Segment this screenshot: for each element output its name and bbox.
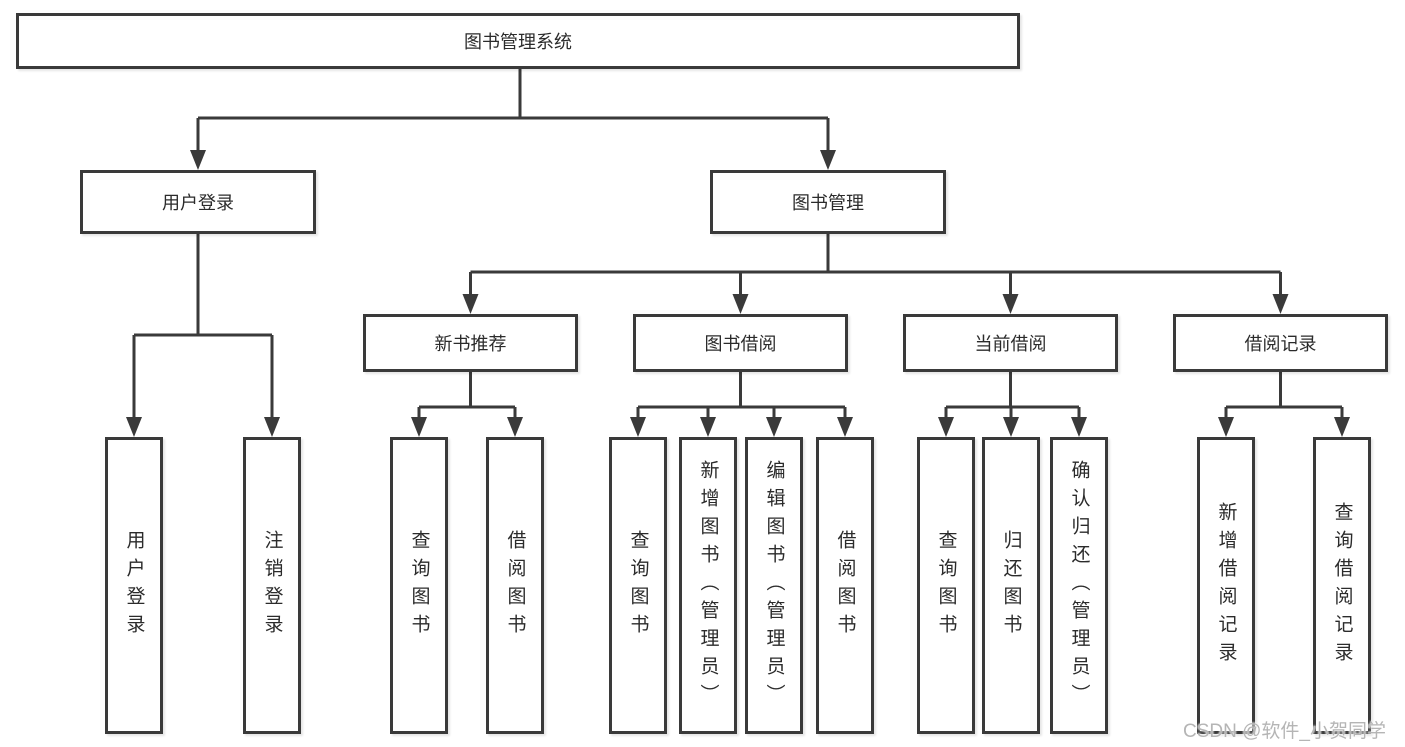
leaf-query-borrow-record-label: 查询借阅记录 <box>1331 501 1353 670</box>
node-borrow-record: 借阅记录 <box>1173 314 1388 372</box>
leaf-query-books-2-label: 查询图书 <box>627 529 649 642</box>
leaf-logout-label: 注销登录 <box>261 529 283 642</box>
leaf-add-borrow-record-label: 新增借阅记录 <box>1215 501 1237 670</box>
leaf-add-borrow-record: 新增借阅记录 <box>1197 437 1255 734</box>
leaf-query-books-1: 查询图书 <box>390 437 448 734</box>
leaf-user-login-label: 用户登录 <box>123 529 145 642</box>
leaf-borrow-books-2-label: 借阅图书 <box>834 529 856 642</box>
leaf-confirm-return-admin-label: 确认归还（管理员） <box>1068 459 1090 712</box>
node-borrow-record-label: 借阅记录 <box>1244 334 1317 354</box>
leaf-edit-books-admin-label: 编辑图书（管理员） <box>763 459 785 712</box>
leaf-add-books-admin: 新增图书（管理员） <box>679 437 737 734</box>
node-current-borrow: 当前借阅 <box>903 314 1118 372</box>
leaf-return-books-label: 归还图书 <box>1000 529 1022 642</box>
leaf-query-books-1-label: 查询图书 <box>408 529 430 642</box>
node-current-borrow-label: 当前借阅 <box>974 334 1047 354</box>
node-book-management: 图书管理 <box>710 170 946 234</box>
leaf-query-books-3-label: 查询图书 <box>935 529 957 642</box>
watermark: CSDN @软件_小贺同学 <box>1183 721 1386 742</box>
node-book-borrow-label: 图书借阅 <box>704 334 777 354</box>
leaf-add-books-admin-label: 新增图书（管理员） <box>697 459 719 712</box>
leaf-borrow-books-2: 借阅图书 <box>816 437 874 734</box>
node-new-book-recommend: 新书推荐 <box>363 314 578 372</box>
leaf-return-books: 归还图书 <box>982 437 1040 734</box>
leaf-edit-books-admin: 编辑图书（管理员） <box>745 437 803 734</box>
node-root-label: 图书管理系统 <box>464 32 572 52</box>
node-root: 图书管理系统 <box>16 13 1020 69</box>
node-user-login-label: 用户登录 <box>162 193 234 213</box>
node-book-borrow: 图书借阅 <box>633 314 848 372</box>
leaf-query-books-3: 查询图书 <box>917 437 975 734</box>
leaf-logout: 注销登录 <box>243 437 301 734</box>
leaf-borrow-books-1: 借阅图书 <box>486 437 544 734</box>
leaf-query-books-2: 查询图书 <box>609 437 667 734</box>
leaf-borrow-books-1-label: 借阅图书 <box>504 529 526 642</box>
node-user-login: 用户登录 <box>80 170 316 234</box>
node-new-book-recommend-label: 新书推荐 <box>434 334 507 354</box>
leaf-query-borrow-record: 查询借阅记录 <box>1313 437 1371 734</box>
leaf-confirm-return-admin: 确认归还（管理员） <box>1050 437 1108 734</box>
leaf-user-login: 用户登录 <box>105 437 163 734</box>
node-book-management-label: 图书管理 <box>792 193 864 213</box>
